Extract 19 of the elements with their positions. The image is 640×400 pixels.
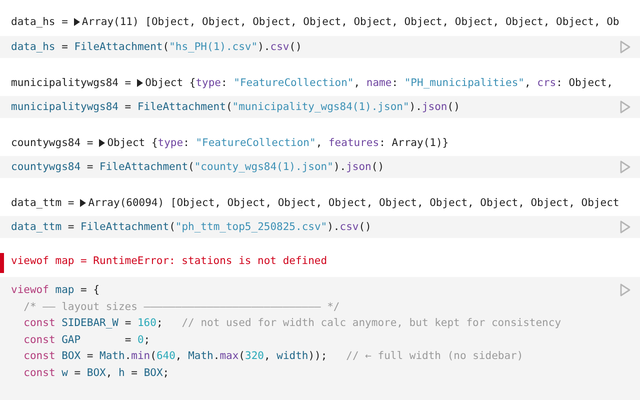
- variable-name: countywgs84 =: [11, 137, 94, 149]
- variable-name: data_ttm =: [11, 197, 74, 209]
- code-line: const BOX = Math.min(640, Math.max(320, width)); // ← full width (no sidebar): [22, 349, 524, 364]
- code-line: countywgs84 = FileAttachment("county_wgs84(1).json").json(): [11, 160, 384, 175]
- output-value: Object {type: "FeatureCollection", features: Array(1)}: [107, 137, 449, 149]
- code-line: data_ttm = FileAttachment("ph_ttm_top5_250825.csv").csv(): [11, 220, 372, 235]
- code-line: const SIDEBAR_W = 160; // not used for width calc anymore, but kept for consistency: [22, 316, 562, 331]
- code-line: const GAP = 0;: [22, 332, 150, 348]
- code-line: /* —— layout sizes ———————————————————————————— */: [22, 300, 340, 314]
- output-value: Array(11) [Object, Object, Object, Object, Object, Object, Object, Object, Object, Ob: [82, 16, 620, 28]
- code-line: viewof map = {: [11, 283, 100, 298]
- code-line: municipalitywgs84 = FileAttachment("municipality_wgs84(1).json").json(): [11, 100, 460, 115]
- variable-name: municipalitywgs84 =: [11, 77, 132, 89]
- error-message: viewof map = RuntimeError: stations is not defined: [11, 255, 328, 267]
- code-line: const w = BOX, h = BOX;: [22, 366, 170, 380]
- variable-name: data_hs =: [11, 16, 68, 28]
- code-line: data_hs = FileAttachment("hs_PH(1).csv").csv(): [11, 40, 302, 55]
- output-value: Array(60094) [Object, Object, Object, Object, Object, Object, Object, Object, Object: [88, 197, 620, 209]
- output-value: Object {type: "FeatureCollection", name: "PH_municipalities", crs: Object,: [145, 77, 613, 89]
